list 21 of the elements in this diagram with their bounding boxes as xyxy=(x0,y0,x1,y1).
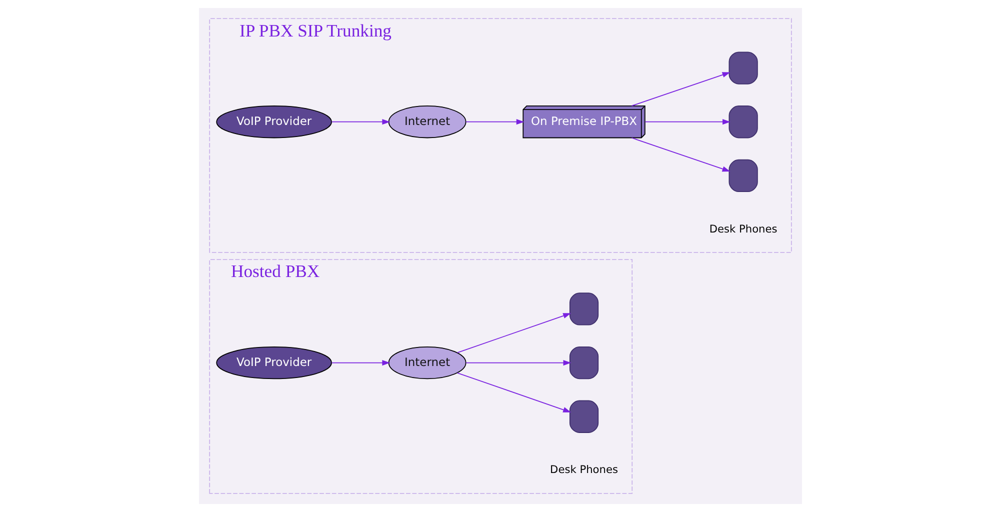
node-ellipse: Internet xyxy=(388,346,466,380)
arrow xyxy=(644,119,730,125)
label: Desk Phones xyxy=(708,223,777,236)
node-phone xyxy=(568,400,598,433)
node-phone xyxy=(568,346,598,380)
arrow xyxy=(465,119,524,125)
arrow xyxy=(630,72,730,106)
node-phone xyxy=(728,159,758,192)
label: Desk Phones xyxy=(550,464,618,476)
node-ellipse: VoIP Provider xyxy=(216,346,332,380)
node-phone xyxy=(728,106,758,138)
arrow xyxy=(330,360,390,366)
node-ellipse: Internet xyxy=(388,106,466,138)
node-ellipse: VoIP Provider xyxy=(216,106,332,138)
arrow xyxy=(465,360,571,366)
arrow xyxy=(630,137,730,172)
arrow xyxy=(330,119,390,125)
node-phone xyxy=(728,52,758,84)
arrow xyxy=(456,313,571,354)
arrow xyxy=(456,372,571,412)
node-phone xyxy=(568,292,598,326)
